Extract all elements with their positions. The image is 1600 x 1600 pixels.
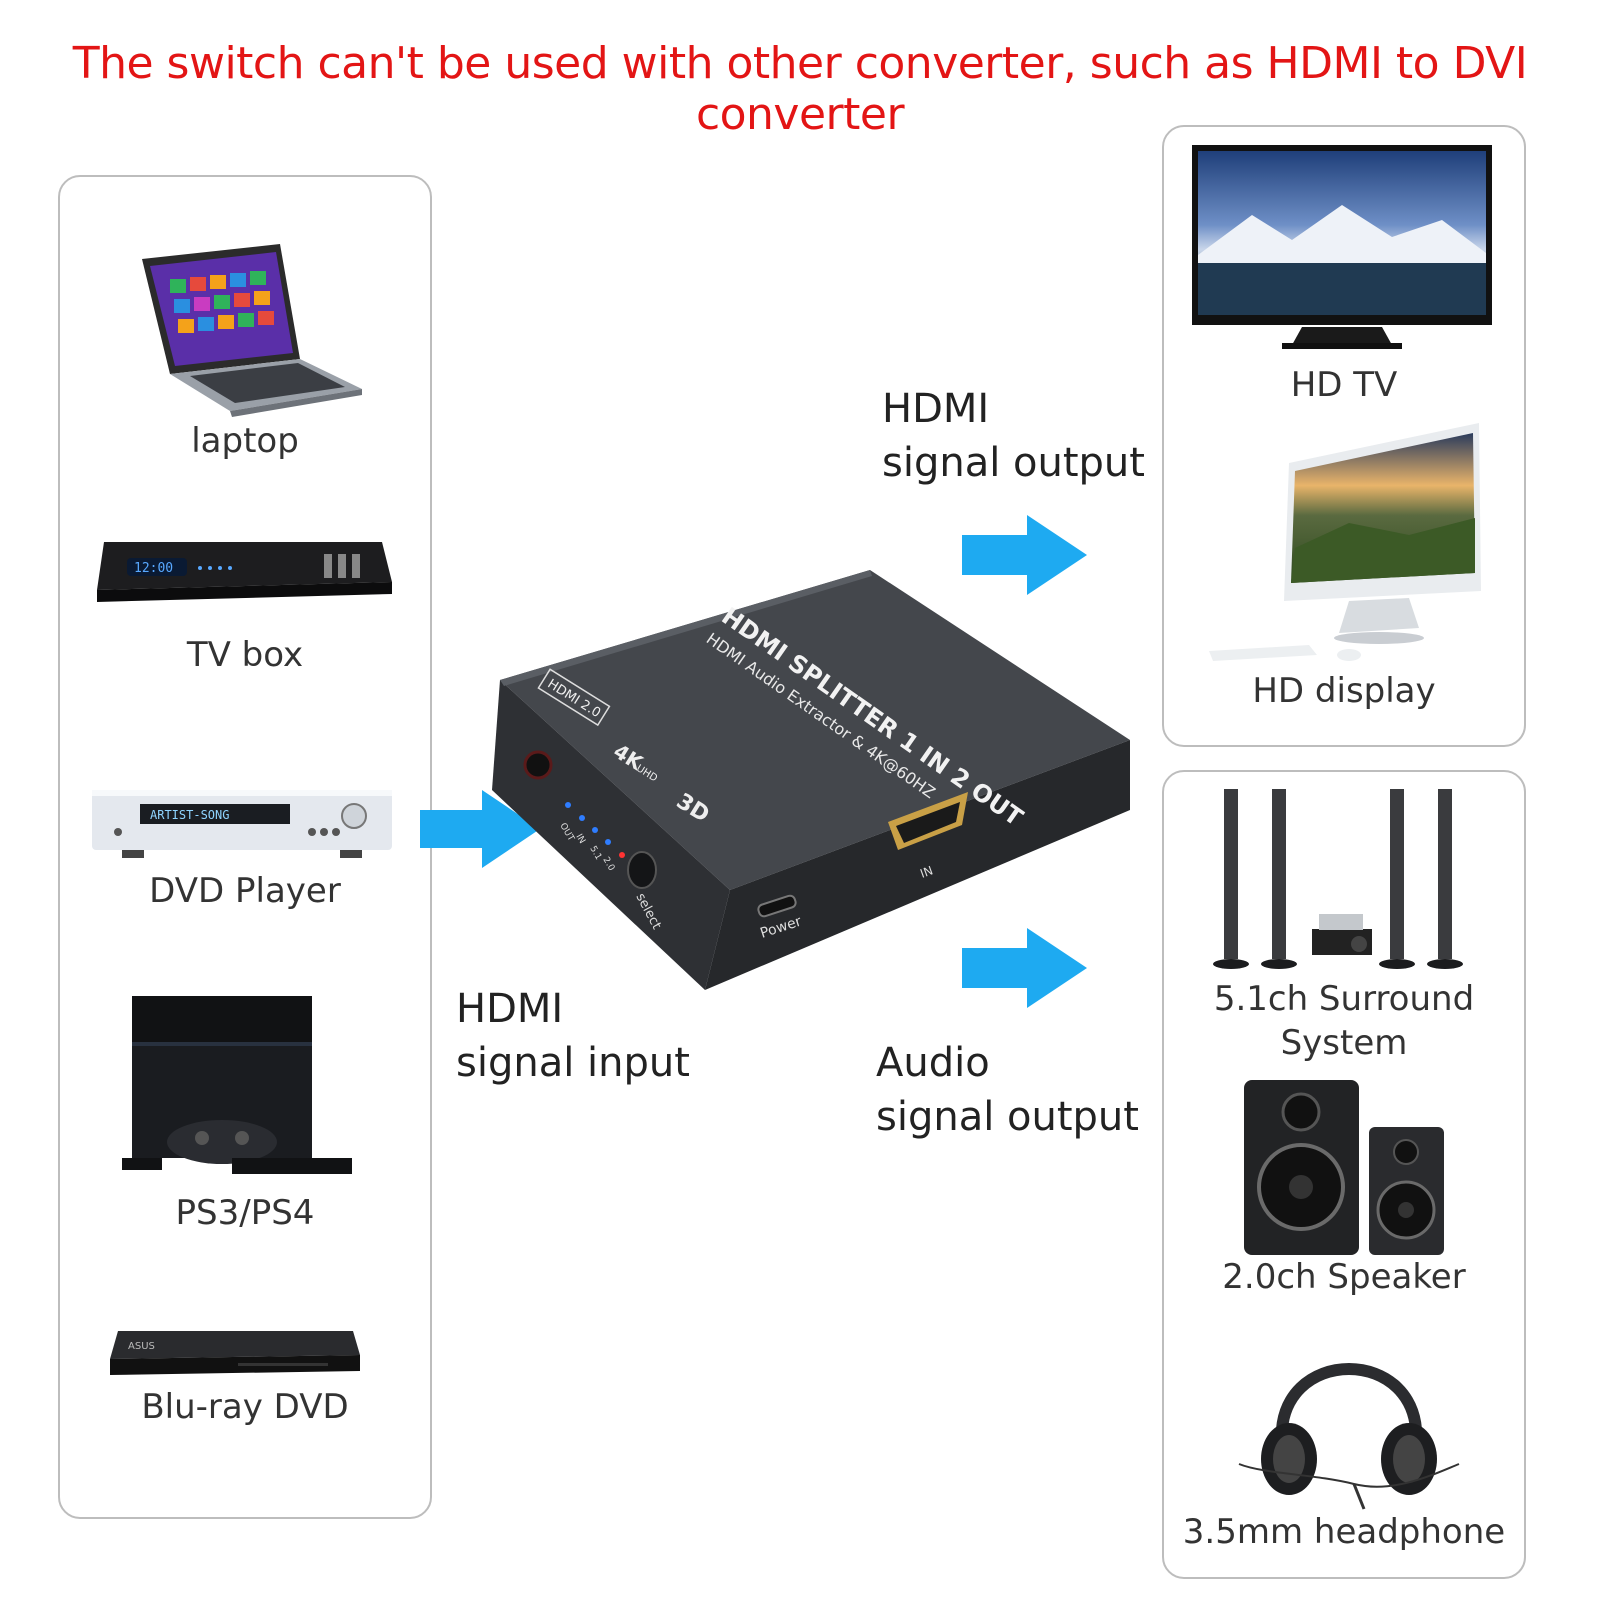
blu-ray-player-icon: ASUS [110,1331,360,1375]
audio-jack-port[interactable] [523,750,553,780]
hdmi-input-label: HDMI signal input [456,982,690,1090]
hdmi-output-label-line1: HDMI [882,386,990,432]
tv-box-icon: 12:00 [97,542,392,602]
source-label-tv-box: TV box [186,635,304,675]
hd-tv-icon [1192,145,1492,349]
hdmi-output-label: HDMI signal output [882,382,1145,490]
audio-output-label-surround: 5.1ch Surround System [1213,979,1475,1063]
status-leds [565,802,625,858]
audio-output-label: Audio signal output [876,1036,1139,1144]
video-outputs-panel: HD TV HD display [1162,125,1526,747]
hdmi-output-label-line2: signal output [882,440,1145,486]
hdmi-output-arrow-icon [962,515,1087,595]
laptop-icon [142,244,362,417]
audio-output-label-line2: signal output [876,1094,1139,1140]
hdmi-input-label-line2: signal input [456,1040,690,1086]
source-label-laptop: laptop [191,421,299,461]
svg-text:ARTIST-SONG: ARTIST-SONG [150,808,229,822]
video-output-label-hd-tv: HD TV [1290,365,1398,405]
sources-panel: laptop 12:00 TV box ARTIST-SONG DVD Play… [58,175,432,1519]
dvd-player-icon: ARTIST-SONG [92,790,392,858]
hdmi-splitter-device: HDMI SPLITTER 1 IN 2 OUT HDMI Audio Extr… [492,570,1130,990]
hdmi-in-port[interactable] [888,792,968,850]
power-port[interactable] [757,894,797,918]
select-button[interactable] [627,851,657,889]
speaker-icon [1244,1080,1444,1255]
source-label-blu-ray-dvd: Blu-ray DVD [141,1387,349,1427]
source-label-ps3-ps4: PS3/PS4 [175,1193,315,1233]
hd-display-icon [1209,423,1481,661]
led-label-in: IN [573,833,586,846]
source-label-dvd-player: DVD Player [149,871,341,911]
video-output-label-hd-display: HD display [1252,671,1436,711]
audio-output-label-line1: Audio [876,1040,990,1086]
input-arrow-icon [420,790,540,868]
audio-output-arrow-icon [962,928,1087,1008]
surround-system-icon [1213,789,1463,969]
headline: The switch can't be used with other conv… [72,38,1528,140]
svg-text:ASUS: ASUS [128,1341,155,1352]
headphone-icon [1238,1363,1460,1510]
ps4-console-icon [122,996,352,1174]
hdmi-input-label-line1: HDMI [456,986,564,1032]
svg-text:12:00: 12:00 [134,561,173,576]
audio-output-label-headphone: 3.5mm headphone [1182,1512,1506,1552]
hdmi-in-port-label: IN [918,863,935,880]
audio-outputs-panel: 5.1ch Surround System 2.0ch Speaker 3.5m… [1162,770,1526,1579]
audio-output-label-speaker: 2.0ch Speaker [1222,1257,1466,1297]
